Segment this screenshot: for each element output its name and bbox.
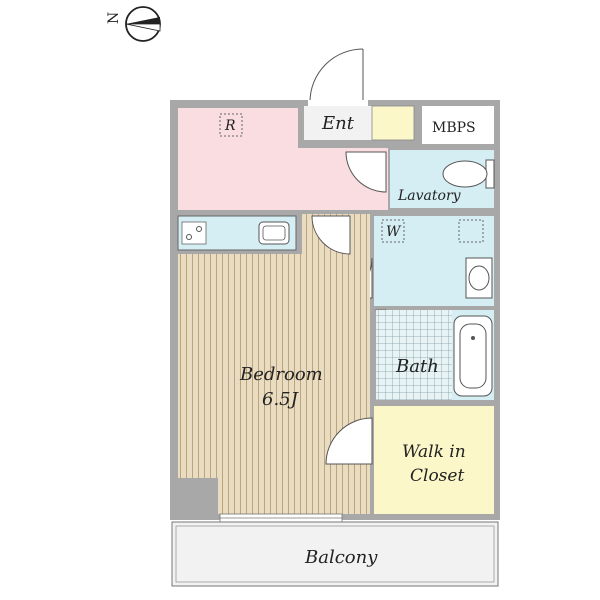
bedroom-floor (178, 254, 370, 514)
storage-space (458, 219, 484, 243)
compass: N (106, 6, 161, 42)
closet-label-line1: Walk in (402, 442, 466, 462)
stove-icon (181, 221, 207, 245)
washbasin-icon (465, 257, 493, 299)
washer-space (381, 219, 405, 243)
walk-in-closet (374, 406, 494, 514)
bedroom-label: Bedroom (239, 364, 323, 385)
bedroom-door (311, 215, 351, 255)
mbps-label: MBPS (432, 120, 476, 136)
bath-tile-floor (376, 310, 452, 400)
balcony (171, 521, 499, 587)
closet-door (325, 417, 373, 465)
washer-label: W (386, 224, 402, 240)
entrance-area (304, 106, 372, 140)
toilet-icon (442, 159, 495, 189)
refrigerator-label: R (224, 118, 236, 134)
sink-icon (258, 221, 290, 245)
entrance-door (308, 48, 368, 108)
refrigerator-space (219, 113, 243, 137)
compass-label: N (106, 12, 122, 24)
shoe-storage (371, 105, 415, 141)
balcony-label: Balcony (304, 547, 378, 568)
north-arrow-icon (125, 6, 161, 42)
bedroom-column (178, 478, 218, 518)
entrance-label: Ent (321, 113, 355, 134)
closet-label-line2: Closet (410, 466, 464, 486)
bath-label: Bath (395, 356, 439, 377)
mbps-box (422, 106, 494, 144)
bedroom-size: 6.5J (262, 389, 300, 410)
balcony-window (219, 513, 343, 523)
kitchen-door (345, 151, 387, 193)
lavatory-label: Lavatory (397, 188, 462, 204)
bathtub-icon (453, 315, 493, 397)
